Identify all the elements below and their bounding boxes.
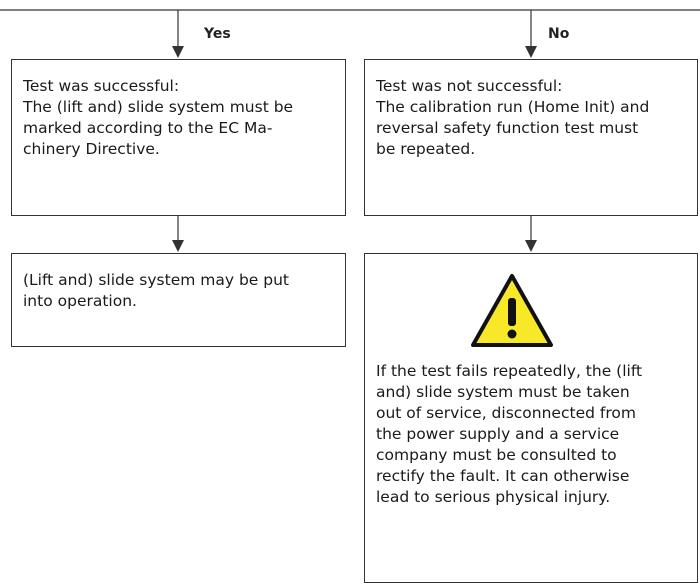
success-box: Test was successful: The (lift and) slid… xyxy=(11,59,346,216)
branch-label-no: No xyxy=(548,26,570,42)
warning-triangle-icon xyxy=(471,274,553,347)
arrow-yes-branch xyxy=(172,10,184,58)
warning-text: If the test fails repeatedly, the (lift … xyxy=(376,362,643,506)
operation-box: (Lift and) slide system may be put into … xyxy=(11,253,346,347)
not-successful-text: Test was not successful: The calibration… xyxy=(376,77,650,158)
warning-box: If the test fails repeatedly, the (lift … xyxy=(364,253,698,583)
arrow-no-branch xyxy=(525,10,537,58)
arrow-fail-to-warning xyxy=(525,215,537,252)
not-successful-box: Test was not successful: The calibration… xyxy=(364,59,698,216)
success-text: Test was successful: The (lift and) slid… xyxy=(23,77,294,158)
arrow-success-to-operation xyxy=(172,215,184,252)
operation-text: (Lift and) slide system may be put into … xyxy=(23,271,290,310)
branch-label-yes: Yes xyxy=(204,26,231,42)
